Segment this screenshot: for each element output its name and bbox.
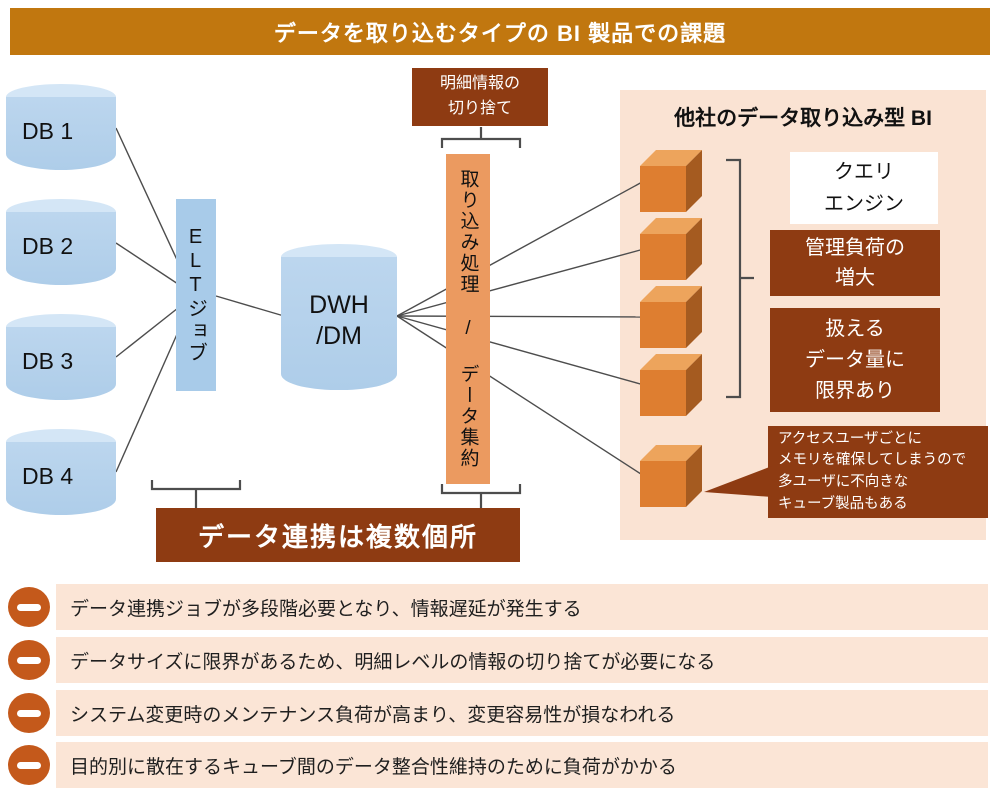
truncation-note-box: 明細情報の 切り捨て [412,68,548,126]
connector-line [115,127,179,263]
db-label: DB 1 [22,117,74,144]
minus-glyph [17,656,41,664]
connector-line [396,315,645,318]
data-limit-box: 扱える データ量に 限界あり [770,308,940,412]
issue-text: システム変更時のメンテナンス負荷が高まり、変更容易性が損なわれる [56,690,988,736]
minus-icon [8,693,50,733]
cylinder-body [6,327,116,400]
issue-row: データサイズに限界があるため、明細レベルの情報の切り捨てが必要になる [0,637,1000,683]
data-linkage-box: データ連携は複数個所 [156,508,520,562]
ingest-processing-label: 取り込み処理 / データ集約 [457,169,479,469]
dwh-to-cube-lines [396,180,645,477]
competitor-panel-title: 他社のデータ取り込み型 BI [674,107,932,130]
db-label: DB 2 [22,232,74,259]
connector-line [396,180,645,317]
elt-job-box: ELTジョブ [176,199,216,391]
db-cylinder: DB 2 [6,199,116,285]
issue-text: 目的別に散在するキューブ間のデータ整合性維持のために負荷がかかる [56,742,988,788]
minus-glyph [17,761,41,769]
minus-glyph [17,603,41,611]
cube-note-bubble: アクセスユーザごとに メモリを確保してしまうので 多ユーザに不向きな キューブ製… [768,426,988,518]
connector-line [115,331,179,473]
connector-line [115,242,179,285]
cylinder-body [6,212,116,285]
db-label: DB 3 [22,347,74,374]
minus-icon [8,587,50,627]
db-to-elt-lines [115,127,179,473]
db-cylinder: DB 4 [6,429,116,515]
dwh-cylinder: DWH /DM [281,244,397,390]
page-title: データを取り込むタイプの BI 製品での課題 [273,20,727,46]
competitor-bi-panel: 他社のデータ取り込み型 BI クエリ エンジン 管理負荷の 増大 扱える データ… [620,90,988,540]
minus-icon [8,745,50,785]
db-cylinder: DB 1 [6,84,116,170]
bracket-under-elt [150,480,242,508]
connector-line [396,315,645,477]
connector-line [396,315,645,386]
elt-to-dwh-line [215,295,285,317]
issue-text: データ連携ジョブが多段階必要となり、情報遅延が発生する [56,584,988,630]
minus-icon [8,640,50,680]
connector-line [115,307,179,358]
dwh-label: DWH /DM [309,290,369,350]
db-label: DB 4 [22,462,74,489]
management-load-box: 管理負荷の 増大 [770,230,940,296]
bracket-under-ingest [440,484,522,508]
cylinder-body [281,257,397,390]
issue-row: システム変更時のメンテナンス負荷が高まり、変更容易性が損なわれる [0,690,1000,736]
cylinder-body [6,97,116,170]
issue-row: データ連携ジョブが多段階必要となり、情報遅延が発生する [0,584,1000,630]
elt-job-label: ELTジョブ [184,226,207,364]
db-cylinder: DB 3 [6,314,116,400]
connector-line [396,248,645,317]
minus-glyph [17,709,41,717]
cylinder-body [6,442,116,515]
issue-row: 目的別に散在するキューブ間のデータ整合性維持のために負荷がかかる [0,742,1000,788]
bracket-above-ingest [440,127,522,148]
issue-text: データサイズに限界があるため、明細レベルの情報の切り捨てが必要になる [56,637,988,683]
ingest-processing-bar: 取り込み処理 / データ集約 [446,154,490,484]
query-engine-box: クエリ エンジン [790,152,938,224]
title-banner: データを取り込むタイプの BI 製品での課題 [10,8,990,55]
